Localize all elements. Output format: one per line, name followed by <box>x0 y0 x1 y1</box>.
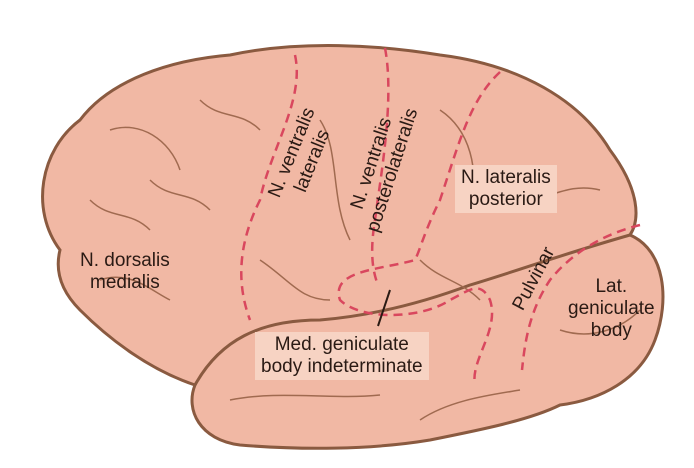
temporal-fissure <box>193 233 631 386</box>
label-line: Med. geniculate <box>274 334 409 355</box>
label-line: posterior <box>468 189 543 210</box>
pointer-line <box>377 289 391 327</box>
label-line: body indeterminate <box>261 356 423 377</box>
label-line: N. dorsalis <box>80 250 170 271</box>
nucleus-boundaries <box>240 47 641 386</box>
label-line: Lat. <box>595 276 628 297</box>
label-line: body <box>590 320 632 341</box>
label-med-geniculate-body: Med. geniculate body indeterminate <box>255 332 429 380</box>
label-lat-geniculate-body: Lat. geniculate body <box>568 276 655 342</box>
label-n-lateralis-posterior: N. lateralis posterior <box>455 165 557 213</box>
label-line: medialis <box>90 272 160 293</box>
label-n-dorsalis-medialis: N. dorsalis medialis <box>80 250 170 294</box>
brain-outline <box>41 44 665 450</box>
label-line: geniculate <box>568 298 655 319</box>
label-line: N. lateralis <box>461 167 551 188</box>
